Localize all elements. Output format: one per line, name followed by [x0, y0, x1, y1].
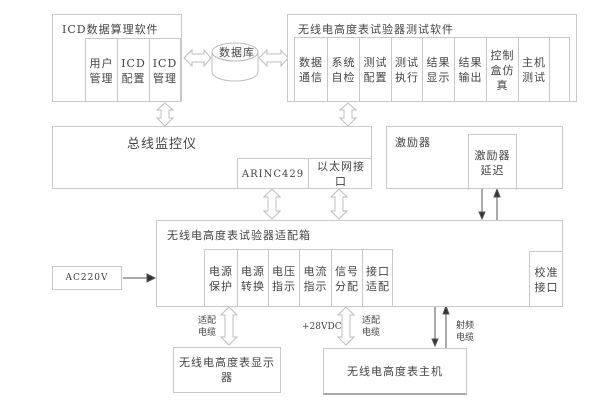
adapter-box: 无线电高度表试验器适配箱 电源 保护 电源 转换 电压 指示 电流 指示 信号 … [156, 220, 563, 307]
test-module-result-output: 结果 输出 [454, 38, 486, 102]
ac220v-box: AC220V [52, 266, 122, 290]
test-module-data-comm: 数据 通信 [299, 56, 323, 84]
exciter-box: 激励器 激励器 延迟 [386, 126, 563, 190]
bus-monitor-box: 总线监控仪 ARINC429 以太网接 口 [52, 126, 372, 189]
test-module-result-display: 结果 显示 [422, 38, 454, 102]
test-software-box: 无线电高度表试验器测试软件 数据 通信 系统 自检 测试 配置 测试 执行 结果… [287, 14, 577, 102]
exciter-title: 激励器 [395, 136, 431, 149]
adapter-module-voltage-indicator: 电压 指示 [268, 250, 299, 307]
adapter-module-power-convert: 电源 转换 [237, 250, 268, 307]
adapter-module-signal-dist: 信号 分配 [331, 250, 362, 307]
arrow-rf-down [431, 338, 439, 348]
adapter-title: 无线电高度表试验器适配箱 [167, 229, 311, 242]
calibration-port-box: 校准 接口 [529, 251, 563, 307]
test-module-control-sim: 控制 盒仿 真 [486, 38, 518, 102]
dc-power-label: +28VDC [302, 322, 342, 332]
test-module-test-config: 测试 配置 [359, 38, 391, 102]
arrow-icd-bus [155, 102, 175, 127]
test-software-title: 无线电高度表试验器测试软件 [298, 23, 454, 36]
port-ethernet: 以太网接 口 [308, 159, 373, 189]
icd-module-user-mgmt: 用户 管理 [85, 39, 117, 102]
host-unit-label: 无线电高度表主机 [347, 364, 443, 378]
exciter-delay-label: 激励器 延迟 [474, 148, 511, 177]
database-label: 数据库 [219, 46, 255, 59]
display-unit-box: 无线电高度表显示器 [173, 347, 281, 393]
arrow-arinc-adapter [262, 188, 282, 220]
arrow-exciter-down [478, 211, 486, 221]
icd-software-title: ICD数据算理软件 [62, 23, 159, 36]
test-module-self-check: 系统 自检 [327, 38, 359, 102]
arrow-eth-adapter [329, 188, 349, 220]
arrow-icd-db [183, 48, 212, 68]
test-module-host-test: 主机 测试 [518, 38, 550, 102]
arrow-db-test [258, 48, 289, 68]
icd-software-box: ICD数据算理软件 用户 管理 ICD 配置 ICD 管理 [52, 14, 182, 102]
display-unit-label: 无线电高度表显示器 [179, 356, 275, 384]
calibration-port-label: 校准 接口 [534, 265, 559, 294]
arrow-rf-up [442, 304, 450, 315]
ac220v-label: AC220V [65, 272, 109, 283]
icd-module-icd-mgmt: ICD 管理 [149, 39, 181, 102]
host-unit-box: 无线电高度表主机 [323, 348, 467, 395]
bus-monitor-title: 总线监控仪 [127, 137, 198, 152]
rf-cable-label: 射频 电缆 [456, 321, 475, 343]
port-arinc429: ARINC429 [241, 168, 305, 180]
icd-module-icd-config: ICD 配置 [117, 39, 149, 102]
arrow-exciter-up [493, 187, 501, 198]
database-icon [211, 42, 259, 82]
adapter-module-current-indicator: 电流 指示 [299, 250, 331, 307]
test-module-test-exec: 测试 执行 [391, 38, 422, 102]
arrow-ac-input [146, 273, 157, 283]
arrow-adapter-host [336, 306, 356, 346]
adapt-cable-right-label: 适配 电缆 [362, 316, 381, 338]
adapter-module-power-protect: 电源 保护 [209, 264, 233, 293]
arrow-test-bus [338, 102, 358, 127]
arrow-adapter-display [219, 306, 239, 346]
exciter-delay-box: 激励器 延迟 [468, 134, 517, 190]
adapter-module-interface-adapt: 接口 适配 [362, 250, 393, 307]
adapt-cable-left-label: 适配 电缆 [198, 316, 217, 338]
